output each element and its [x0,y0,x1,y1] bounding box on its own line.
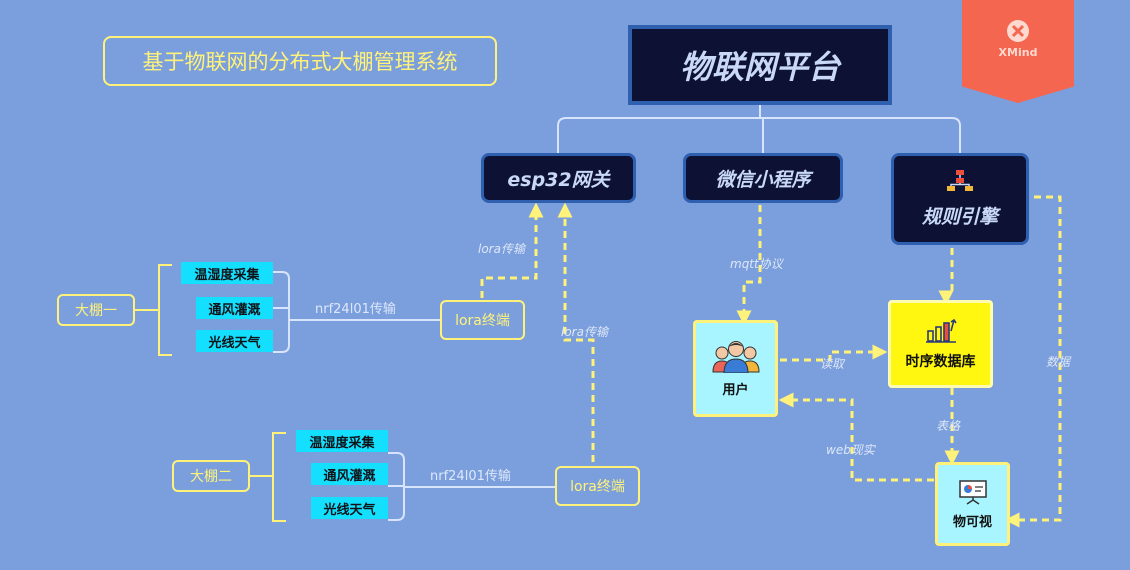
data-arrow [1004,195,1062,528]
xmind-badge: XMind [962,0,1074,103]
lora2-arrow [557,202,595,462]
lora2-edge-label: lora传输 [561,325,608,339]
xmind-logo-icon [1007,20,1029,42]
gh2-link-label: nrf24l01传输 [430,469,511,484]
flowchart-icon [947,169,973,191]
read-edge-label: 读取 [820,357,845,371]
rule-engine-label: 规则引擎 [921,205,998,228]
rule-to-tsdb-arrow [938,248,954,306]
users-group-icon [711,341,760,373]
lora-terminal-1: lora终端 [440,300,525,340]
gh1-link-label: nrf24l01传输 [315,302,396,317]
tsdb-node: 时序数据库 [888,300,993,388]
gh1-bracket [158,264,172,356]
web-arrow [778,392,934,482]
mqtt-arrow [736,205,762,326]
lora1-edge-label: lora传输 [478,242,525,256]
platform-node: 物联网平台 [628,25,892,105]
visualization-node: 物可视 [935,462,1010,546]
presentation-board-icon [958,479,987,505]
gh2-sensor-ventilation: 通风灌溉 [311,463,388,485]
table-edge-label: 表格 [936,419,961,433]
gh1-sensor-links [273,271,440,353]
gh1-sensor-light: 光线天气 [196,330,273,352]
user-node: 用户 [693,320,778,417]
gh1-sensor-ventilation: 通风灌溉 [196,297,273,319]
esp32-gateway-node: esp32网关 [481,153,636,203]
badge-name: XMind [998,46,1038,59]
lora-terminal-2: lora终端 [555,466,640,506]
web-edge-label: web现实 [826,443,875,457]
lora1-arrow [480,202,544,298]
gh2-bracket [272,432,286,522]
wechat-miniprogram-node: 微信小程序 [683,153,843,203]
data-edge-label: 数据 [1046,355,1071,369]
greenhouse-1-node: 大棚一 [57,294,135,326]
tsdb-label: 时序数据库 [905,354,976,370]
gh1-sensor-temperature: 温湿度采集 [181,262,273,284]
read-arrow [780,344,888,362]
gh2-sensor-light: 光线天气 [311,497,388,519]
diagram-title: 基于物联网的分布式大棚管理系统 [103,36,497,86]
visualization-label: 物可视 [952,514,992,530]
gh2-sensor-links [388,452,555,521]
gh2-sensor-temperature: 温湿度采集 [296,430,388,452]
platform-tree-line [557,105,961,155]
mqtt-edge-label: mqtt协议 [730,257,783,271]
bar-chart-icon [925,318,957,343]
rule-engine-node: 规则引擎 [891,153,1029,245]
user-label: 用户 [722,383,749,398]
greenhouse-2-node: 大棚二 [172,460,250,492]
